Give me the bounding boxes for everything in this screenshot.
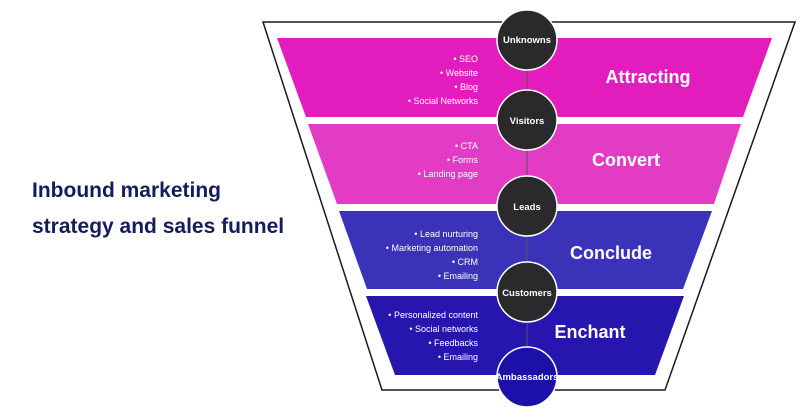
stage-label-convert: Convert bbox=[592, 150, 660, 170]
node-customers: Customers bbox=[496, 261, 558, 323]
node-circle bbox=[496, 261, 558, 323]
node-circle bbox=[496, 346, 558, 408]
node-visitors: Visitors bbox=[496, 89, 558, 151]
list-item: • Lead nurturing bbox=[414, 229, 478, 239]
node-circle bbox=[496, 175, 558, 237]
list-item: • Feedbacks bbox=[428, 338, 478, 348]
list-item: • CRM bbox=[452, 257, 478, 267]
stage-items-enchant: • Personalized content • Social networks… bbox=[388, 310, 478, 362]
list-item: • Forms bbox=[447, 155, 479, 165]
list-item: • Emailing bbox=[438, 352, 478, 362]
stage-items-attracting: • SEO • Website • Blog • Social Networks bbox=[408, 54, 479, 106]
title-line-2: strategy and sales funnel bbox=[32, 215, 284, 238]
list-item: • Blog bbox=[454, 82, 478, 92]
list-item: • Personalized content bbox=[388, 310, 478, 320]
list-item: • Marketing automation bbox=[386, 243, 478, 253]
list-item: • CTA bbox=[455, 141, 478, 151]
node-circle bbox=[496, 9, 558, 71]
node-label: Leads bbox=[513, 202, 540, 213]
list-item: • Landing page bbox=[418, 169, 478, 179]
title-line-1: Inbound marketing bbox=[32, 179, 221, 202]
node-label: Customers bbox=[502, 288, 552, 299]
list-item: • SEO bbox=[453, 54, 478, 64]
list-item: • Emailing bbox=[438, 271, 478, 281]
list-item: • Social networks bbox=[409, 324, 478, 334]
stage-band-conclude bbox=[339, 211, 712, 289]
list-item: • Social Networks bbox=[408, 96, 479, 106]
node-ambassadors: Ambassadors bbox=[496, 346, 559, 408]
stage-label-conclude: Conclude bbox=[570, 243, 652, 263]
node-label: Unknowns bbox=[503, 35, 551, 46]
node-label: Ambassadors bbox=[496, 372, 559, 383]
stage-items-conclude: • Lead nurturing • Marketing automation … bbox=[386, 229, 478, 281]
stage-band-enchant bbox=[366, 296, 684, 375]
funnel-outline bbox=[261, 21, 797, 391]
stage-band-convert bbox=[308, 124, 741, 204]
node-unknowns: Unknowns bbox=[496, 9, 558, 71]
node-leads: Leads bbox=[496, 175, 558, 237]
stage-band-attracting bbox=[277, 38, 772, 117]
stage-label-attracting: Attracting bbox=[606, 67, 691, 87]
node-circle bbox=[496, 89, 558, 151]
stage-label-enchant: Enchant bbox=[554, 322, 625, 342]
stage-items-convert: • CTA • Forms • Landing page bbox=[418, 141, 479, 179]
list-item: • Website bbox=[440, 68, 478, 78]
node-label: Visitors bbox=[510, 116, 545, 127]
